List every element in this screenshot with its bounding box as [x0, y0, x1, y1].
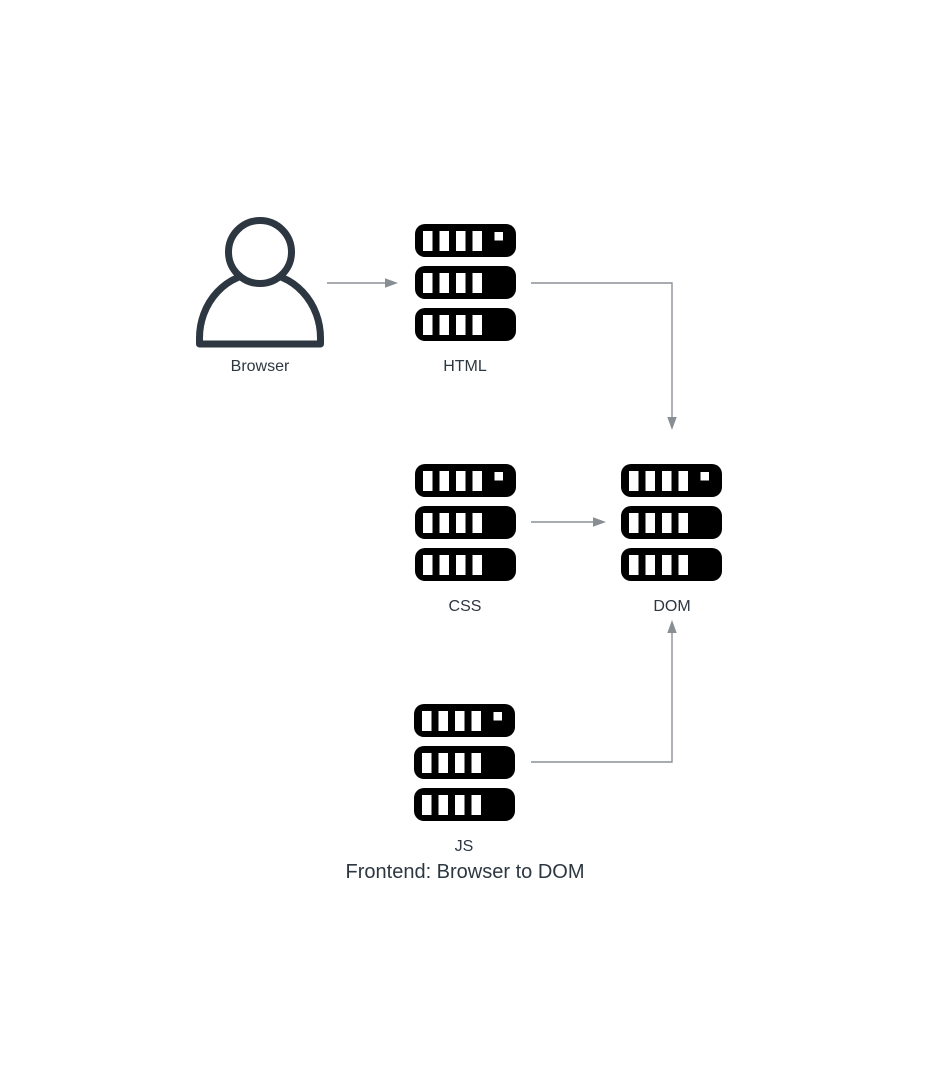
node-label-dom: DOM: [653, 598, 691, 615]
node-html: [415, 224, 516, 346]
arrowhead-icon: [385, 278, 398, 288]
arrowhead-icon: [667, 417, 677, 430]
server-stack-icon: [414, 704, 515, 821]
arrowhead-icon: [593, 517, 606, 527]
node-browser: [194, 216, 326, 350]
node-label-css: CSS: [448, 598, 482, 615]
user-icon: [196, 217, 324, 348]
server-stack-icon: [621, 464, 722, 581]
server-stack-icon: [415, 464, 516, 581]
server-stack-icon: [415, 224, 516, 341]
node-label-js: JS: [454, 838, 474, 855]
edge-css-dom: [531, 517, 606, 527]
node-css: [415, 464, 516, 586]
node-label-html: HTML: [443, 358, 487, 375]
node-js: [414, 704, 515, 826]
arrowhead-icon: [667, 620, 677, 633]
edge-html-dom: [531, 282, 677, 430]
node-label-browser: Browser: [230, 358, 290, 375]
edge-browser-html: [327, 278, 398, 288]
edge-js-dom: [531, 620, 677, 763]
node-dom: [621, 464, 722, 586]
diagram-caption: Frontend: Browser to DOM: [345, 861, 585, 883]
